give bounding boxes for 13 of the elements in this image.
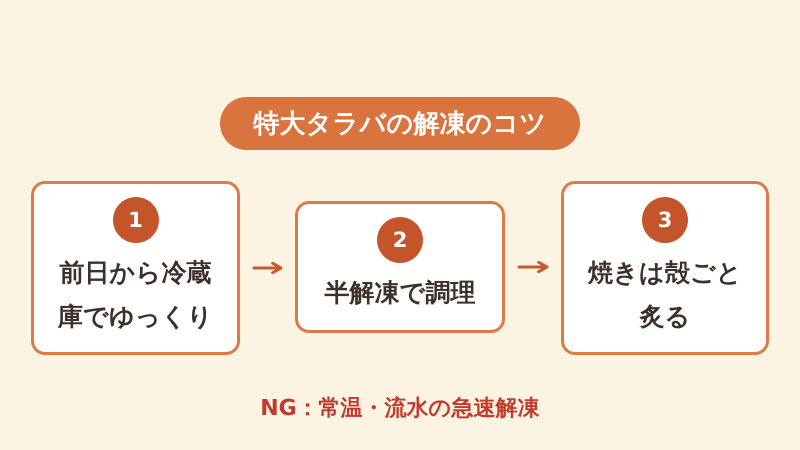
step-card xyxy=(561,181,769,355)
step-text: 焼きは殻ごと炙る xyxy=(586,257,743,333)
step-number: 2 xyxy=(377,217,423,263)
step-text: 前日から冷蔵庫でゆっくり xyxy=(56,257,214,333)
title-banner: 特大タラバの解凍のコツ xyxy=(220,97,580,150)
step-number: 1 xyxy=(112,197,158,243)
arrow xyxy=(252,262,282,274)
step-card xyxy=(295,201,505,333)
step-text: 半解凍で調理 xyxy=(324,277,476,309)
arrow xyxy=(518,260,548,274)
warning-note: NG：常温・流水の急速解凍 xyxy=(259,394,541,423)
step-number: 3 xyxy=(642,197,688,243)
step-card xyxy=(31,181,240,355)
